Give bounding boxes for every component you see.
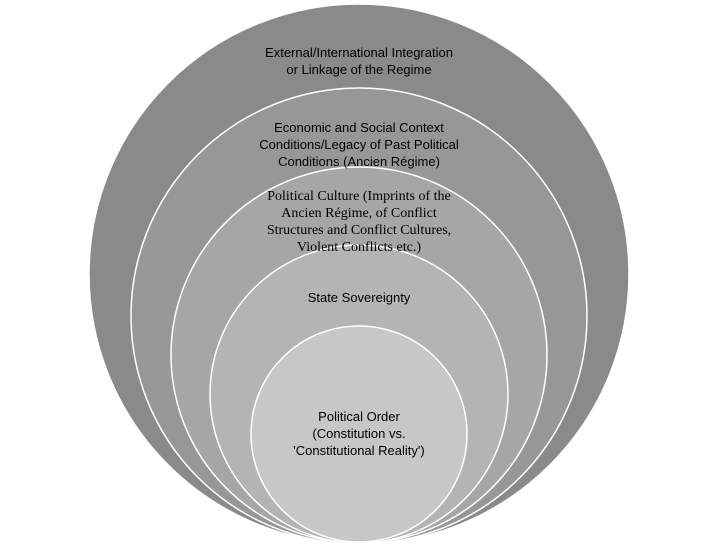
label-line: State Sovereignty — [307, 290, 411, 305]
circle-order — [250, 325, 468, 543]
label-line: or Linkage of the Regime — [286, 62, 432, 77]
label-line: Conditions (Ancien Régime) — [278, 154, 440, 169]
label-line: Political Culture (Imprints of the — [267, 189, 451, 204]
label-line: (Constitution vs. — [312, 426, 406, 441]
label-economic: Economic and Social Context Conditions/L… — [259, 119, 458, 170]
label-culture: Political Culture (Imprints of the Ancie… — [267, 188, 451, 256]
label-line: 'Constitutional Reality') — [293, 443, 425, 458]
label-line: Violent Conflicts etc.) — [297, 240, 421, 255]
label-line: Ancien Régime, of Conflict — [281, 206, 437, 221]
label-external: External/International Integration or Li… — [265, 44, 453, 78]
label-order: Political Order (Constitution vs. 'Const… — [293, 408, 424, 459]
label-sovereignty: State Sovereignty — [308, 289, 411, 306]
label-line: Structures and Conflict Cultures, — [266, 223, 452, 238]
label-line: External/International Integration — [265, 45, 453, 60]
label-line: Economic and Social Context — [274, 120, 444, 135]
label-line: Political Order — [318, 409, 400, 424]
label-line: Conditions/Legacy of Past Political — [259, 137, 459, 152]
